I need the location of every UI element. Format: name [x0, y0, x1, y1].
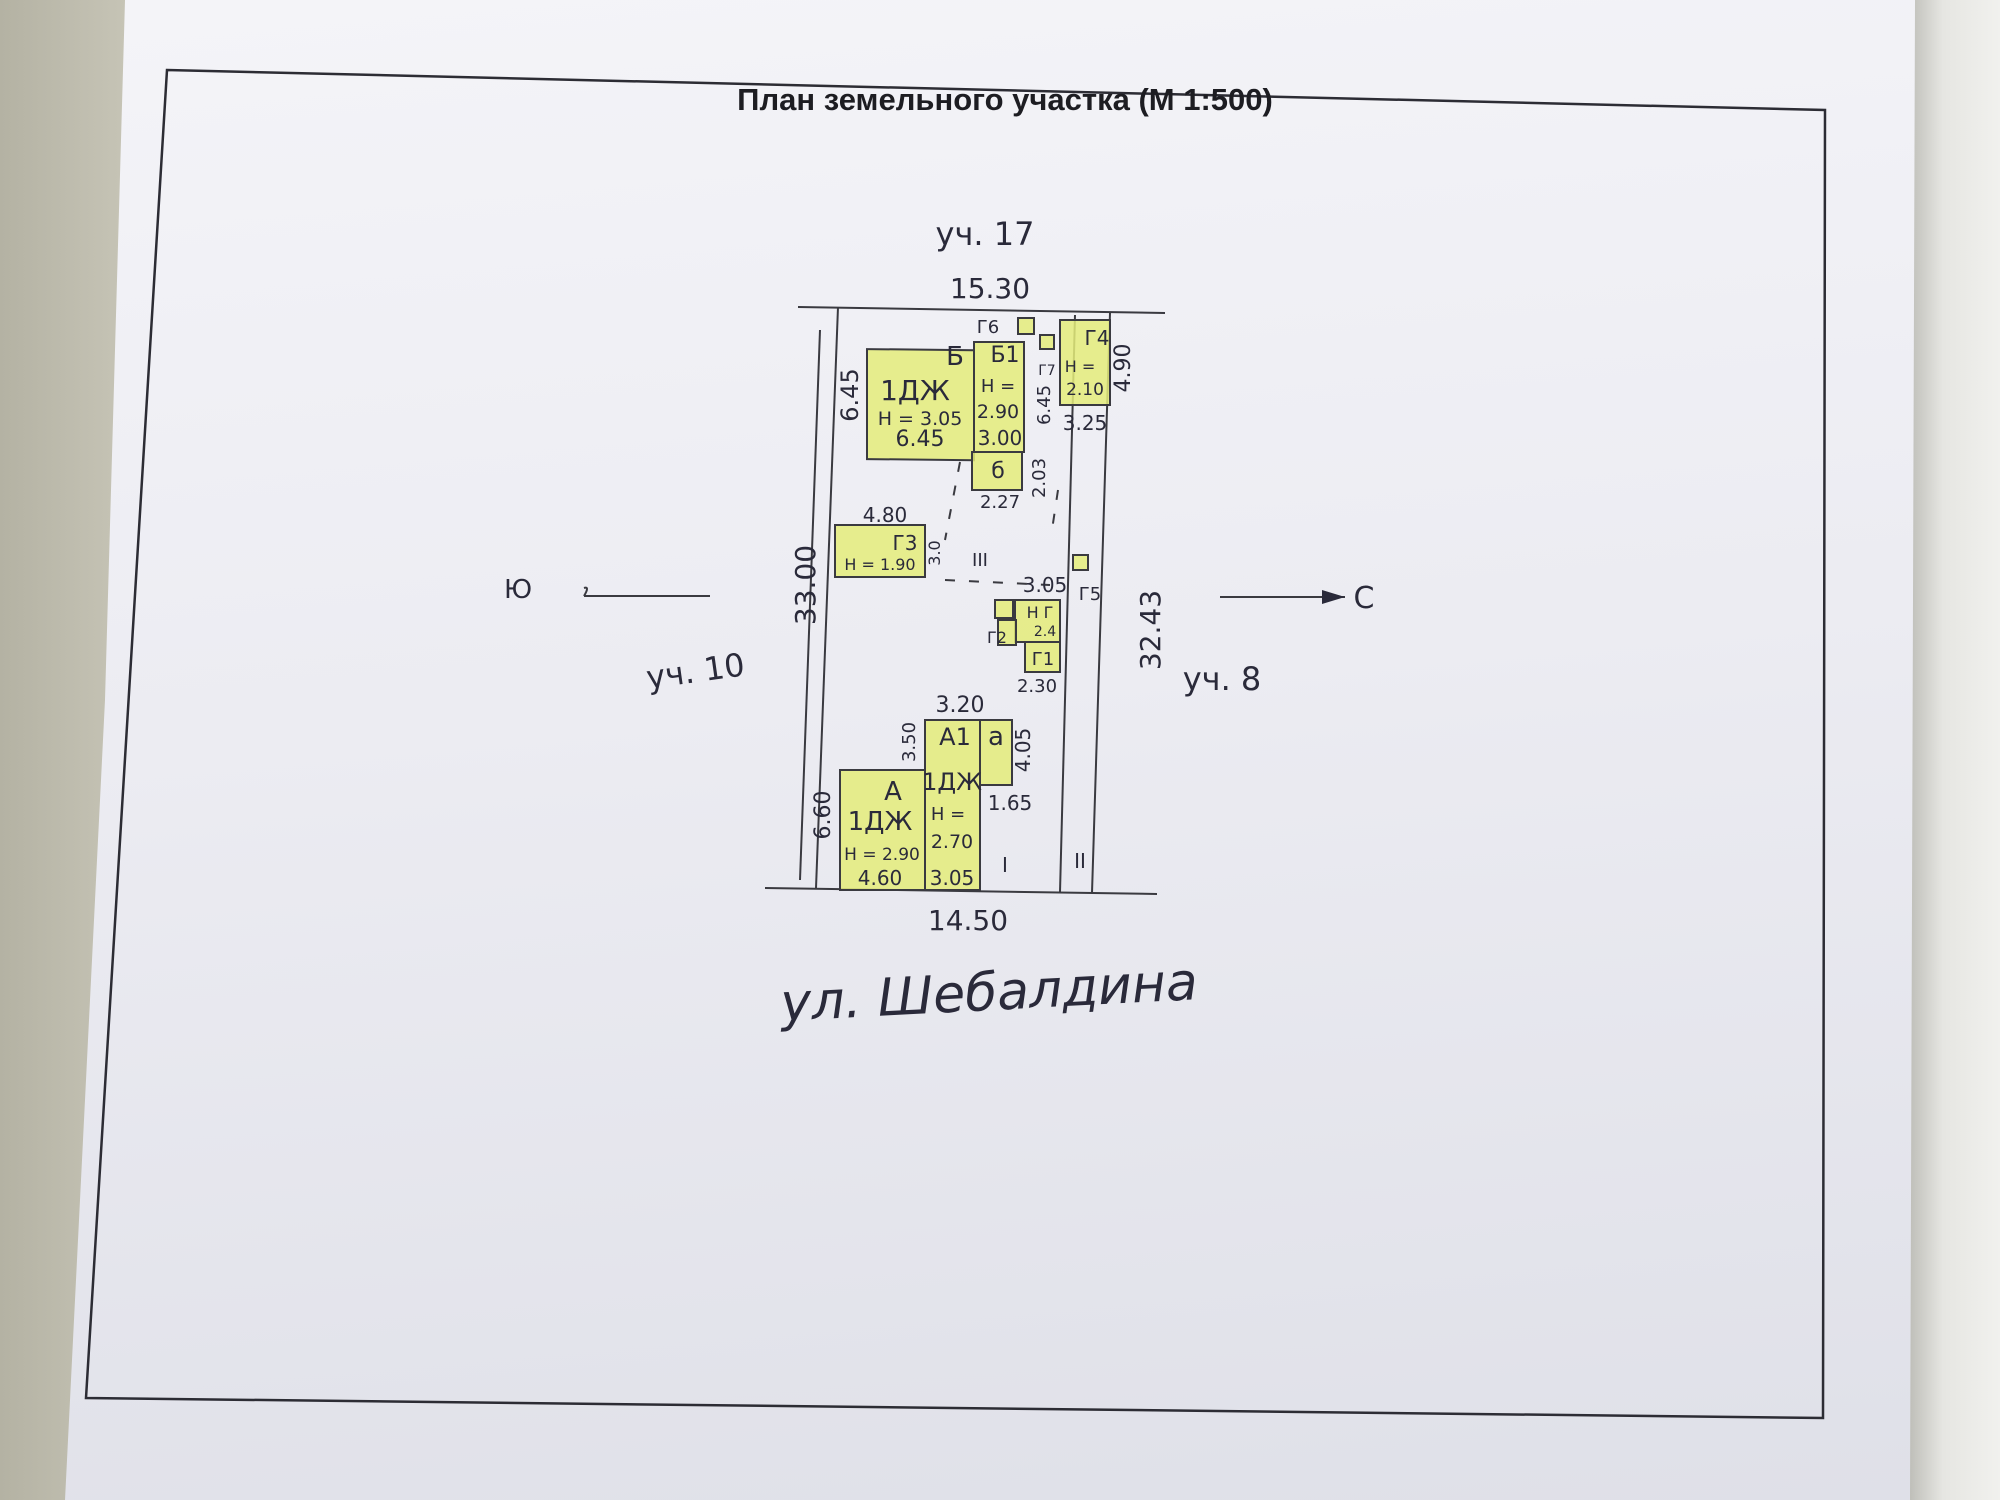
building-g4-height: 2.10: [1066, 380, 1104, 400]
fence-ii-label: II: [1074, 849, 1086, 873]
building-a: [839, 769, 926, 891]
dim-g3-width: 4.80: [863, 503, 908, 527]
dim-b-small: 2.27: [980, 492, 1020, 513]
dim-b-height: 6.45: [836, 368, 864, 421]
building-a1-height-label: Н =: [931, 804, 965, 825]
dim-d1-width: 3.20: [936, 693, 985, 718]
building-g-mid-height: 2.4: [1034, 624, 1056, 640]
dim-a-width: 4.60: [858, 866, 903, 890]
neighbor-right-label: уч. 8: [1183, 660, 1262, 698]
building-a-use: 1ДЖ: [848, 807, 913, 837]
dim-g4-side: 4.90: [1111, 344, 1136, 393]
building-g6: [1017, 317, 1035, 335]
building-g7: [1039, 334, 1055, 350]
dashed-line-2: [1051, 489, 1059, 531]
dim-bottom-width: 14.50: [928, 904, 1008, 937]
building-g1: [1024, 641, 1061, 673]
dim-top-width: 15.30: [950, 272, 1030, 305]
building-g2-box: [997, 619, 1017, 646]
compass-north-arrowhead: [1322, 590, 1345, 604]
compass-north-label: С: [1354, 581, 1375, 616]
dim-a-small-width: 1.65: [988, 791, 1033, 815]
building-a1-label: А1: [939, 723, 971, 751]
dim-right-length: 32.43: [1134, 590, 1167, 670]
building-g3-label: Г3: [893, 531, 918, 555]
plot-right-boundary: [1091, 312, 1111, 894]
building-a1: [924, 719, 981, 891]
building-b-small: [971, 451, 1023, 491]
plot-top-boundary: [797, 306, 1166, 314]
dashed-line-3: [944, 579, 1051, 586]
building-b-label: Б: [946, 342, 964, 372]
plot-left-boundary: [815, 306, 839, 889]
street-name: ул. Шебалдина: [777, 952, 1199, 1034]
building-g6-label: Г6: [977, 317, 999, 338]
building-b1-height: 2.90: [977, 401, 1019, 423]
building-g5: [1072, 554, 1089, 571]
dim-g-center: 3.05: [1023, 573, 1068, 597]
dim-g3-side: 3.0: [925, 540, 944, 565]
neighbor-top-label: уч. 17: [936, 215, 1035, 253]
dim-b-small-side: 2.03: [1029, 458, 1050, 498]
building-g4-label: Г4: [1085, 326, 1110, 350]
fence-iii-label: III: [972, 550, 988, 571]
building-g-mid-label: Н Г: [1027, 603, 1054, 622]
fence-i-label: I: [1002, 853, 1008, 877]
building-b1-label: Б1: [990, 343, 1019, 368]
building-b-small-label: б: [991, 459, 1005, 484]
dim-b1-side: 6.45: [1034, 385, 1055, 425]
dim-g4-width: 3.25: [1063, 411, 1108, 435]
desk-surface-right: [1905, 0, 2000, 1500]
dim-left-length: 33.00: [789, 545, 822, 625]
building-g4: [1059, 319, 1111, 406]
dim-g1-width: 2.30: [1017, 676, 1057, 697]
compass-south-label: Ю: [504, 575, 532, 605]
dim-d1-side: 3.50: [899, 722, 920, 762]
inner-left-line: [1059, 314, 1076, 893]
building-g7-label: Г7: [1038, 363, 1055, 379]
building-a-small: [979, 719, 1013, 786]
building-a-small-label: а: [988, 722, 1004, 752]
dim-b1-length: 3.00: [978, 426, 1023, 450]
building-b-height: Н = 3.05: [878, 408, 963, 430]
building-a1-use: 1ДЖ: [922, 768, 982, 796]
building-g5-label: Г5: [1079, 584, 1101, 605]
dim-a-height: 6.60: [811, 791, 836, 840]
building-g3: [834, 524, 926, 578]
dim-line-left: [799, 329, 821, 881]
compass-south-arrow: [583, 586, 710, 597]
drawing-frame: [84, 68, 1827, 1420]
neighbor-left-label: уч. 10: [644, 645, 747, 696]
building-a-height: Н = 2.90: [844, 845, 920, 865]
building-g1-label: Г1: [1032, 649, 1054, 670]
building-b1-height-label: Н =: [981, 376, 1015, 397]
dashed-line-1: [944, 461, 961, 541]
building-a-label: А: [884, 777, 902, 807]
dim-a-small-side: 4.05: [1011, 728, 1035, 773]
dim-d1-bottom: 3.05: [930, 866, 975, 890]
building-b1: [973, 341, 1025, 453]
plan-title: План земельного участка (М 1:500): [737, 82, 1273, 117]
building-g4-height-label: Н =: [1065, 357, 1096, 376]
building-a1-height: 2.70: [931, 831, 973, 853]
building-g2-label: Г2: [987, 628, 1007, 647]
building-g3-height: Н = 1.90: [844, 555, 915, 574]
building-b-use: 1ДЖ: [880, 374, 950, 407]
building-g2: [994, 599, 1014, 619]
dim-b-width: 6.45: [896, 427, 945, 452]
